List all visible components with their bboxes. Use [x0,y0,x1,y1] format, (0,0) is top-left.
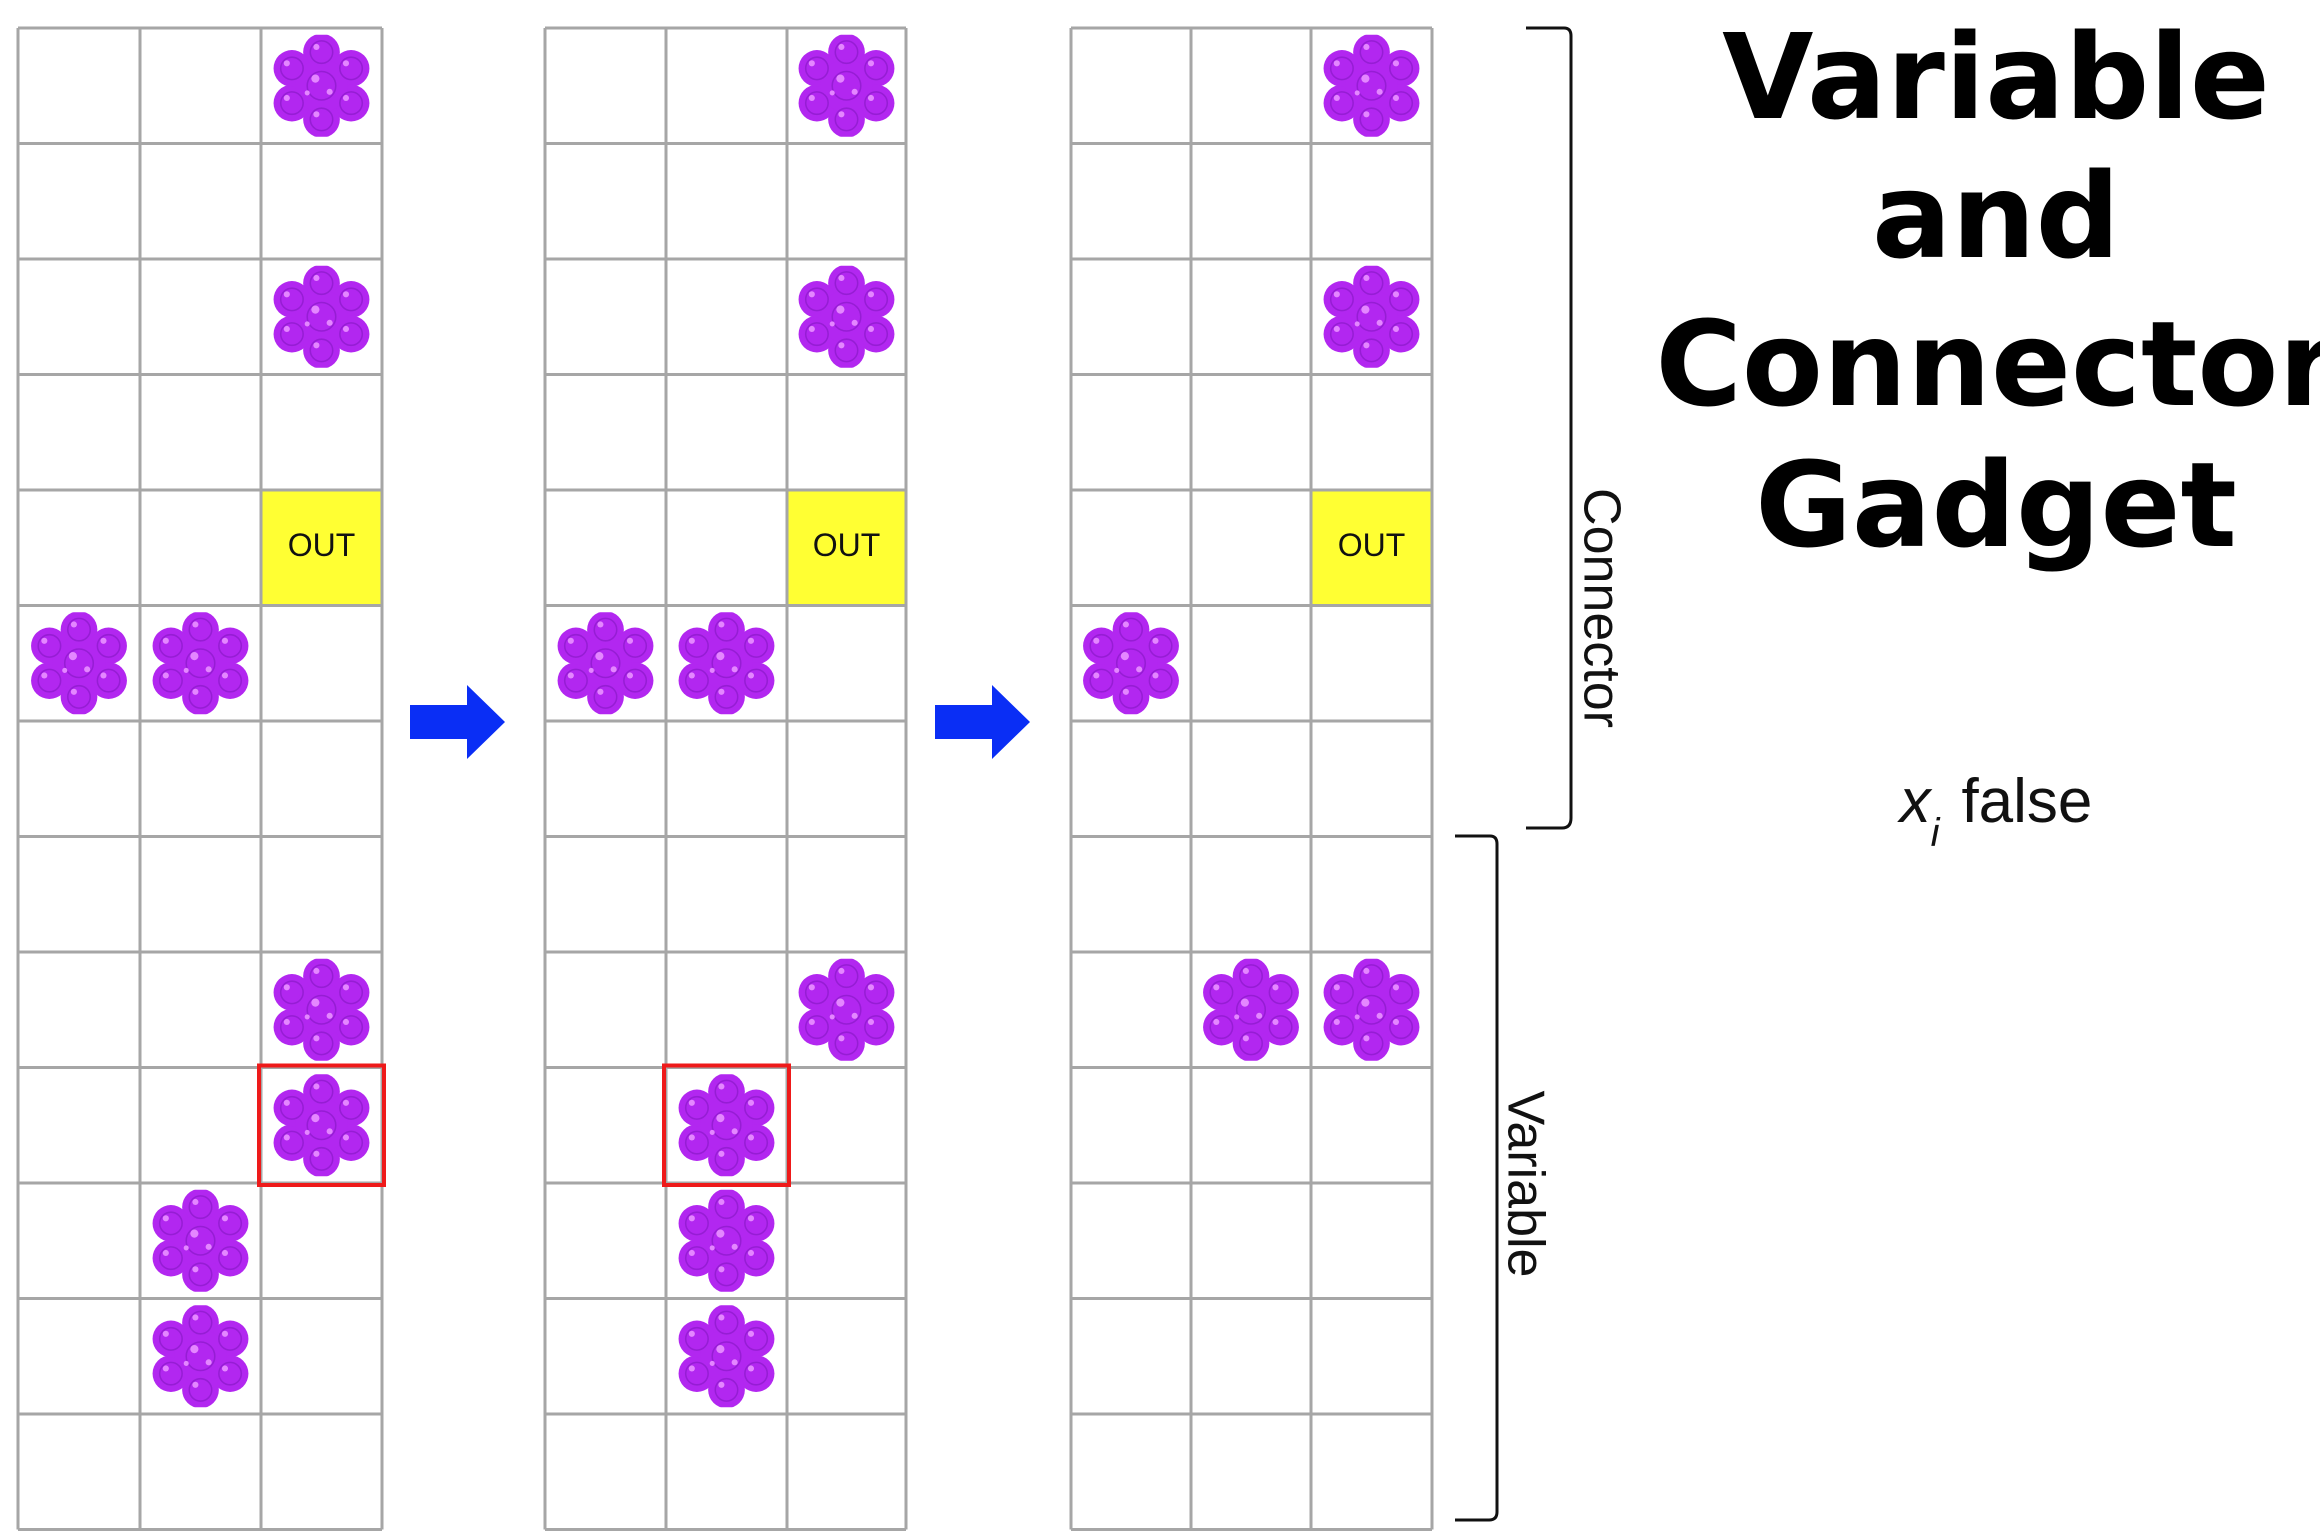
out-cell [1311,490,1432,606]
connector-label: Connector [1572,488,1630,728]
connector-bracket-group: Connector [1526,26,1630,830]
candy-icon [797,265,896,368]
right-arrow-icon [935,685,1030,759]
candy-icon [30,612,128,715]
candy-icon [1322,34,1421,137]
candy-icon [272,1074,371,1177]
grid-panel-1: OUT [16,26,386,1531]
title-line-2: and [1872,147,2120,285]
candy-icon [797,958,896,1061]
candy-icon [272,958,371,1061]
transition-arrows [410,685,1030,759]
candy-icon [1082,612,1180,715]
candy-icon [677,1074,776,1177]
selected-cell-highlight [662,1063,791,1187]
grid-lines [1069,26,1434,1531]
variable-bracket [1455,834,1499,1522]
caption-text: false [1961,767,2092,836]
candy-icon [151,1189,250,1292]
candy-icon [677,1305,776,1408]
candy-icon [1322,265,1421,368]
title-line-4: Gadget [1755,436,2237,574]
out-cell [787,490,906,606]
connector-bracket [1526,26,1573,830]
caption-subscript: i [1931,811,1941,855]
out-label: OUT [1338,527,1406,563]
caption-variable: x [1897,767,1933,836]
grid-panel-2: OUT [543,26,908,1531]
grid-panels: OUT OUT OUT [16,26,1434,1531]
candy-icon [677,1189,776,1292]
candy-icon [797,34,896,137]
candy-icon [272,265,371,368]
selected-cell-highlight [257,1063,386,1187]
variable-label: Variable [1496,1091,1554,1278]
title-block: Variable and Connector Gadget [1655,8,2320,574]
candy-icon [151,1305,250,1408]
candy-icon [1202,958,1300,1061]
candy-icon [151,612,250,715]
grid-panel-3: OUT [1069,26,1434,1531]
grid-lines [543,26,908,1531]
candy-icon [677,612,776,715]
candy-icon [1322,958,1421,1061]
candy-icon [272,34,371,137]
out-label: OUT [813,527,881,563]
title-line-3: Connector [1655,295,2320,433]
title-line-1: Variable [1722,8,2270,146]
grid-lines [16,26,384,1531]
variable-bracket-group: Variable [1455,834,1554,1522]
right-arrow-icon [410,685,505,759]
out-cell [261,490,382,606]
out-label: OUT [288,527,356,563]
candy-icon [556,612,655,715]
